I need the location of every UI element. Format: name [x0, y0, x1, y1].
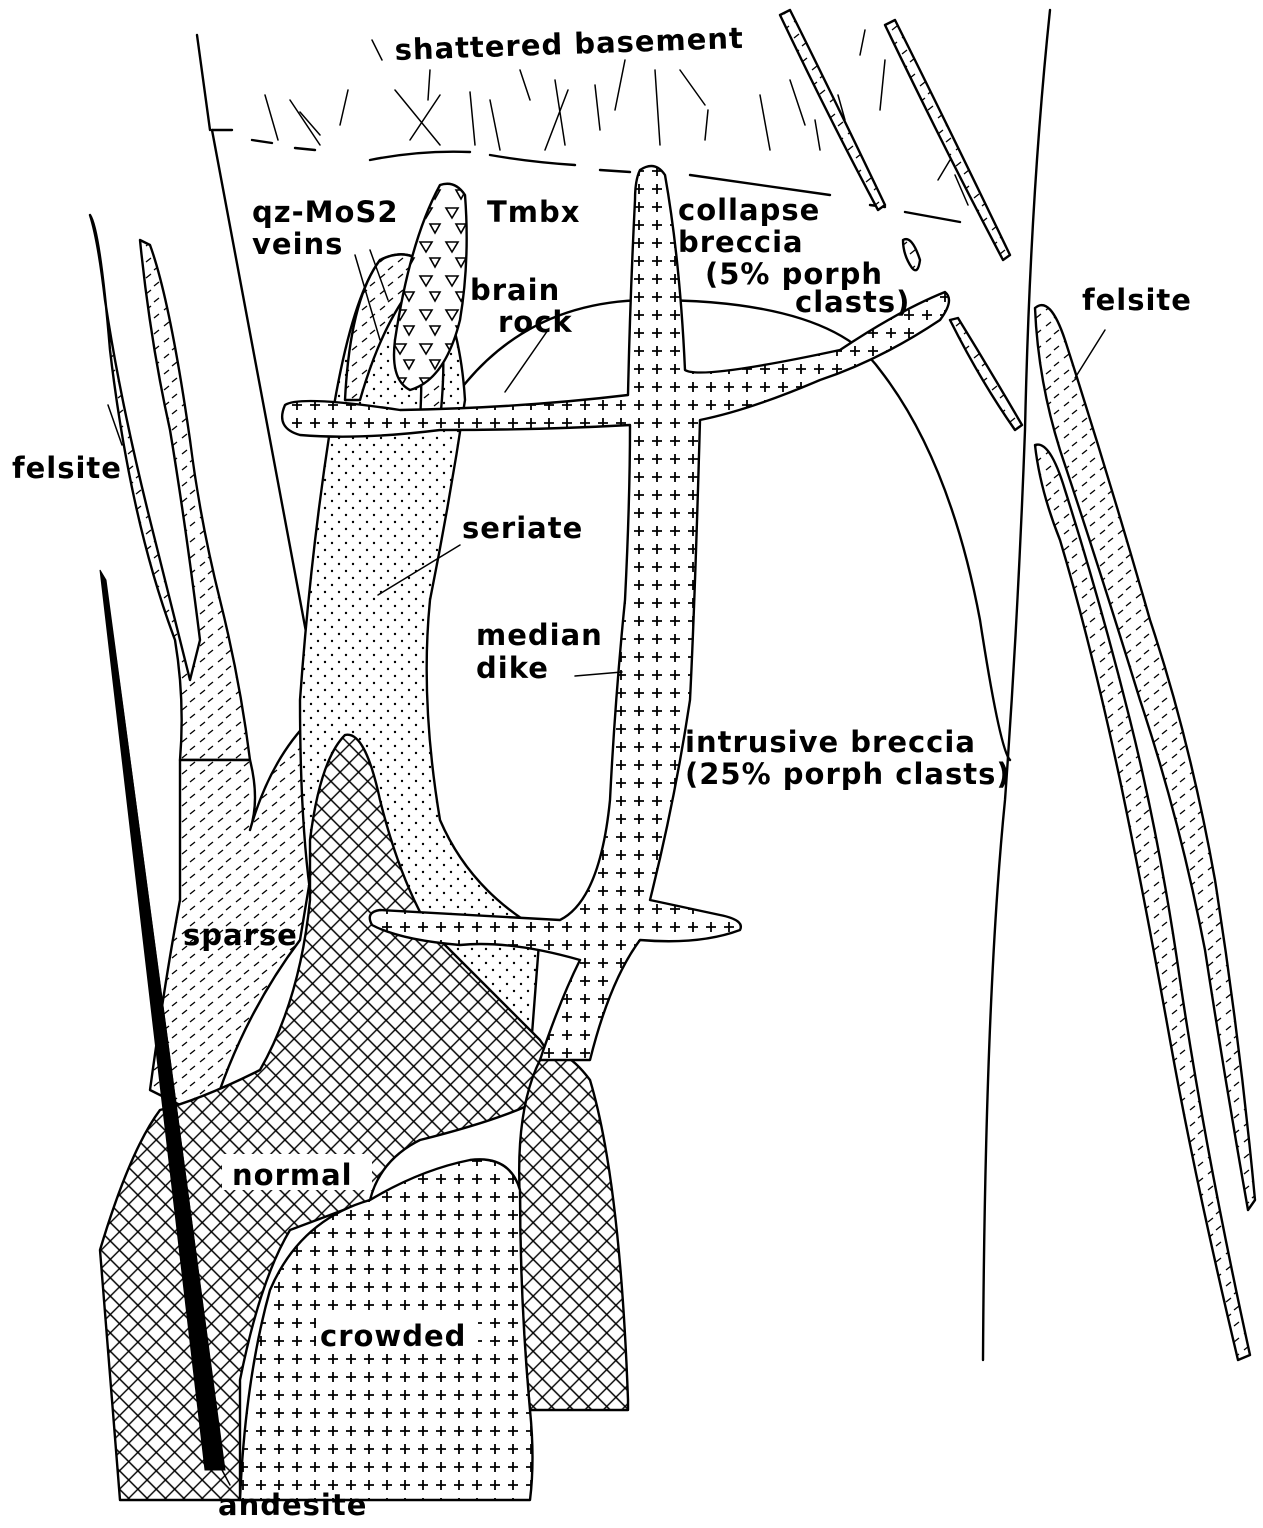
- thin-dike-2: [885, 20, 1010, 260]
- label-crowded: crowded: [320, 1319, 466, 1353]
- label-andesite: andesite: [218, 1488, 367, 1522]
- label-breccia: breccia: [678, 225, 804, 259]
- label-rock: rock: [498, 305, 573, 339]
- thin-dike-3: [950, 318, 1022, 430]
- label-shattered-basement: shattered basement: [394, 21, 744, 67]
- label-felsite-left: felsite: [12, 451, 122, 485]
- label-brain: brain: [470, 273, 560, 307]
- label-seriate: seriate: [462, 511, 583, 545]
- label-intrusive-breccia: intrusive breccia: [685, 725, 976, 759]
- label-qz-mos2: qz-MoS2: [252, 195, 399, 229]
- felsite-dike-right-1: [1035, 305, 1255, 1210]
- label-porph-25: (25% porph clasts): [685, 757, 1011, 791]
- label-felsite-right: felsite: [1082, 283, 1192, 317]
- label-clasts-top: clasts): [795, 285, 910, 319]
- label-dike: dike: [476, 651, 549, 685]
- label-median: median: [476, 618, 603, 652]
- right-contact-line: [983, 10, 1050, 1360]
- thin-dike-4: [903, 239, 920, 270]
- label-tmbx: Tmbx: [487, 195, 580, 229]
- label-normal: normal: [232, 1158, 353, 1192]
- normal-zone-right: [519, 1053, 628, 1410]
- label-veins: veins: [252, 227, 343, 261]
- label-collapse: collapse: [678, 193, 820, 227]
- label-sparse: sparse: [183, 918, 298, 952]
- thin-dike-1: [780, 10, 885, 210]
